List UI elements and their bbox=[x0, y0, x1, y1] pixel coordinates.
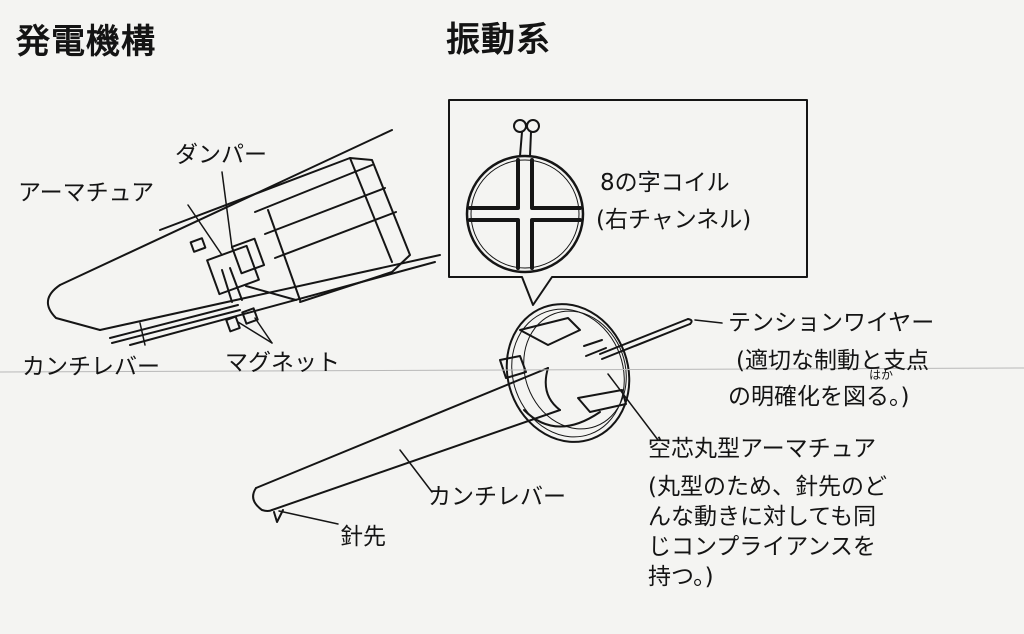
cantilever-tube bbox=[252, 367, 561, 523]
armature-note-line: 持つ。) bbox=[648, 564, 714, 590]
vibration-cantilever-label: カンチレバー bbox=[428, 484, 566, 510]
ruby-reading: はか bbox=[869, 368, 894, 382]
coil-callout-bubble bbox=[448, 99, 808, 306]
damper-label: ダンパー bbox=[175, 142, 267, 168]
armature-note-line: んな動きに対しても同 bbox=[648, 504, 877, 530]
vibration-leader-lines bbox=[278, 319, 723, 525]
air-core-armature bbox=[499, 303, 631, 443]
armature-note-line: (丸型のため、針先のど bbox=[648, 474, 887, 500]
generator-leader-lines bbox=[139, 171, 273, 346]
armature-note-line: じコンプライアンスを bbox=[648, 534, 876, 560]
tension-note-line1: (適切な制動と支点 bbox=[736, 348, 929, 374]
coil-channel-label: (右チャンネル) bbox=[596, 207, 752, 233]
figure-eight-coil bbox=[465, 119, 585, 274]
tension-wire-label: テンションワイヤー bbox=[728, 310, 935, 336]
stylus-label: 針先 bbox=[340, 524, 386, 550]
tension-wire bbox=[599, 318, 693, 360]
armature-note: (丸型のため、針先のど んな動きに対しても同 じコンプライアンスを 持つ。) bbox=[648, 472, 978, 592]
armature-title-label: 空芯丸型アーマチュア bbox=[648, 436, 877, 462]
tension-note-line2: の明確化を図る。) bbox=[728, 384, 910, 410]
vibration-title: 振動系 bbox=[446, 20, 551, 60]
generator-cantilever bbox=[109, 304, 241, 344]
generator-cantilever-label: カンチレバー bbox=[22, 354, 160, 380]
armature-label: アーマチュア bbox=[18, 180, 155, 206]
magnet-assembly bbox=[189, 237, 297, 333]
magnet-label: マグネット bbox=[225, 350, 340, 376]
scan-crease bbox=[0, 367, 1024, 373]
generator-title: 発電機構 bbox=[16, 22, 156, 62]
coil-label: 8の字コイル bbox=[600, 170, 730, 196]
